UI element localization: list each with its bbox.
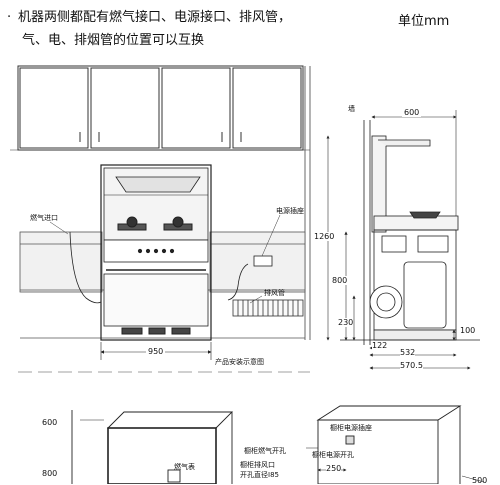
note-line-1: 机器两侧都配有燃气接口、电源接口、排风管， (18, 10, 292, 25)
br-dim-250: 250 (326, 464, 342, 473)
hole-diameter-label: 开孔直径Ⅰ85 (240, 471, 279, 479)
exhaust-pipe (232, 299, 304, 317)
gas-inlet-label: 燃气进口 (30, 214, 58, 222)
side-dim-800: 800 (332, 276, 348, 285)
bl-dim-800: 800 (42, 469, 58, 478)
note-line-2: 气、电、排烟管的位置可以互换 (22, 33, 205, 48)
connections (69, 231, 273, 304)
cabinet-exhaust-hole-label: 橱柜排风口 (240, 461, 275, 469)
exhaust-pipe-label: 排风管 (264, 289, 285, 297)
appliance-front (100, 164, 212, 341)
cabinet-power-hole-label: 橱柜电源开孔 (312, 451, 354, 459)
power-socket-label: 电源插座 (276, 207, 304, 215)
side-dim-100: 100 (460, 326, 476, 335)
front-wall (304, 66, 311, 340)
wall-label: 墙 (348, 105, 355, 113)
side-dim-230: 230 (338, 318, 354, 327)
bl-dim-600: 600 (42, 418, 58, 427)
note-bullet: · (7, 10, 12, 25)
gas-meter-label: 燃气表 (174, 463, 195, 471)
cabinet-socket-label: 橱柜电源插座 (330, 424, 372, 432)
unit-label: 单位mm (398, 14, 450, 29)
side-view (340, 120, 480, 345)
width-dim-950: 950 (146, 347, 166, 356)
br-dim-500: 500 (472, 476, 488, 485)
bottom-left-drawing (71, 410, 234, 484)
side-dim-600: 600 (402, 108, 422, 117)
bottom-right-drawing (306, 405, 485, 484)
cabinet-gas-hole-label: 橱柜燃气开孔 (244, 447, 286, 455)
side-dim-122: 122 (372, 341, 388, 350)
side-dim-570-5: 570.5 (400, 361, 423, 370)
side-dim-1260: 1260 (314, 232, 335, 241)
diagram-caption: 产品安装示意图 (215, 358, 264, 366)
side-dim-532: 532 (400, 348, 416, 357)
upper-cabinets (10, 65, 310, 151)
